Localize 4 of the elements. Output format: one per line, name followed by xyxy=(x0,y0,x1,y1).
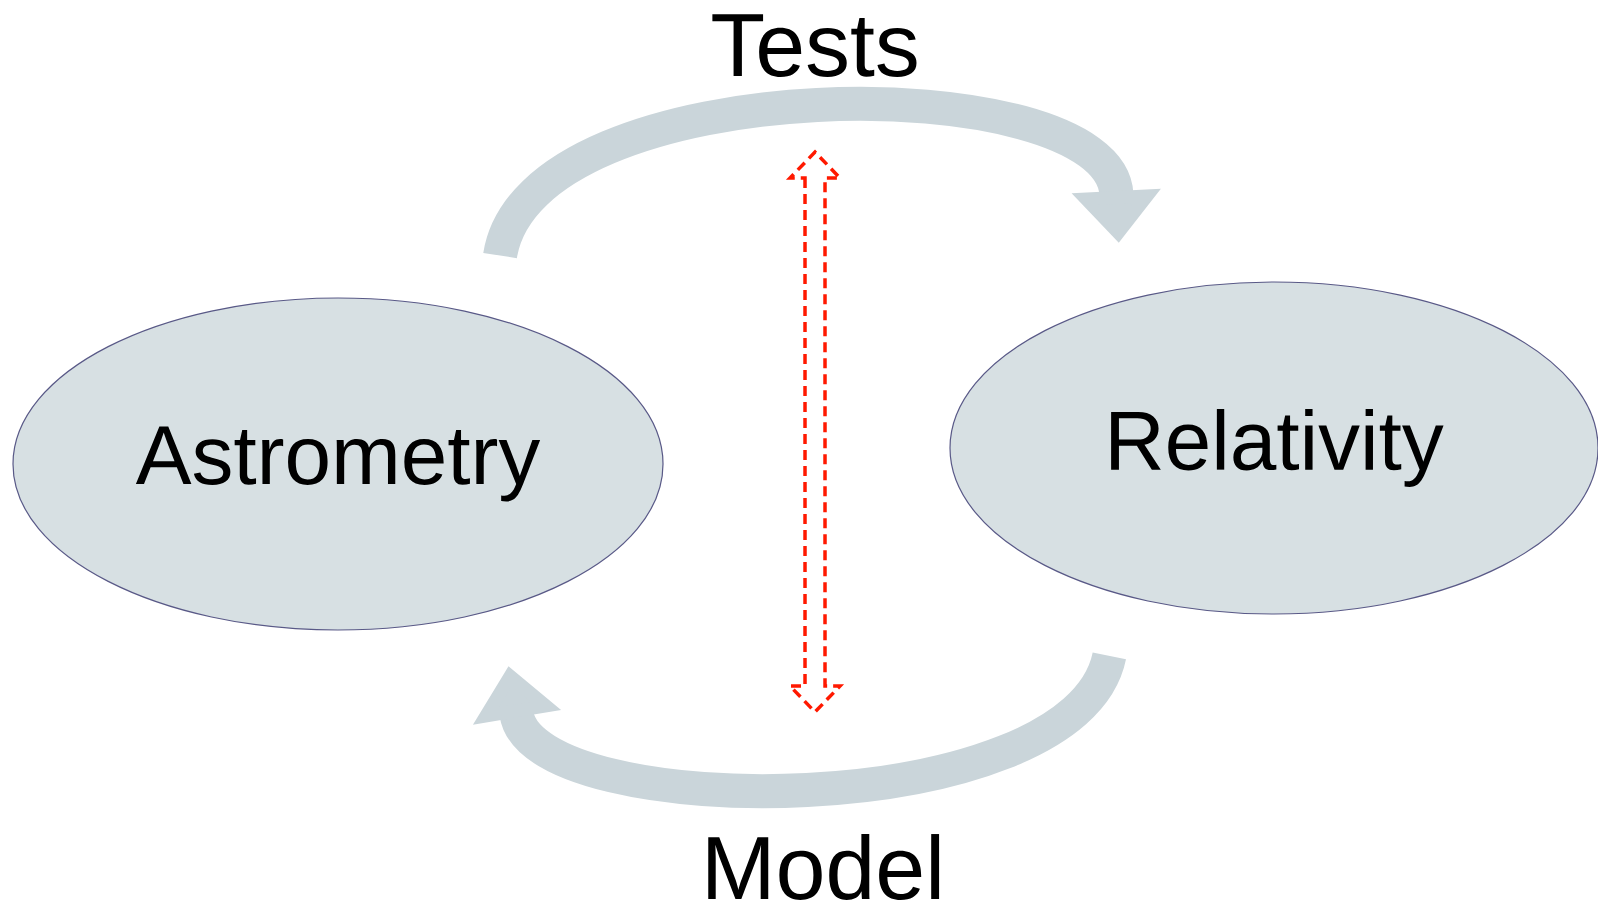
edge-label: Tests xyxy=(712,14,917,77)
ellipse-node: Astrometry xyxy=(12,297,664,631)
edge-label: Model xyxy=(708,834,940,900)
ellipse-node: Relativity xyxy=(949,281,1598,615)
